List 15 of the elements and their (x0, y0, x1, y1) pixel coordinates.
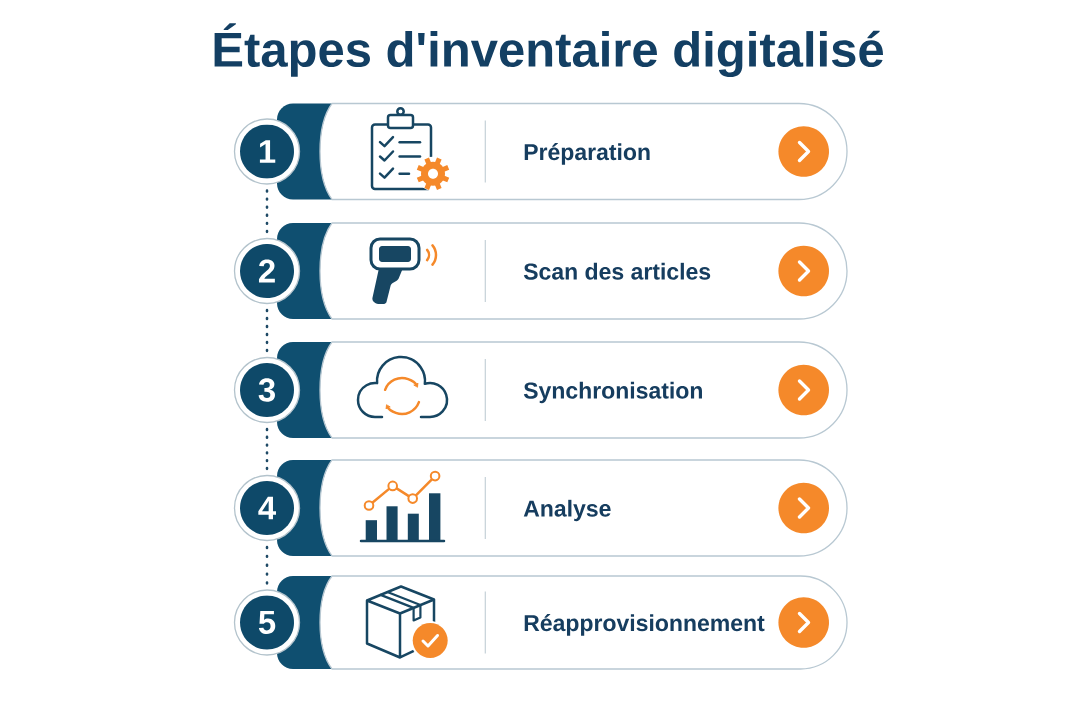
step-number: 2 (233, 237, 301, 305)
step-number: 4 (233, 474, 301, 542)
dotted-line (265, 427, 269, 471)
dotted-line (265, 308, 269, 353)
dotted-line (265, 189, 269, 234)
step-number: 5 (233, 589, 301, 656)
step-card: Scan des articles (277, 222, 848, 320)
step-number: 1 (233, 118, 301, 185)
dotted-line (265, 545, 269, 585)
step-number: 3 (233, 356, 301, 424)
step-card: Synchronisation (277, 341, 848, 439)
step-card: Préparation (277, 102, 848, 201)
step-card: Analyse (277, 459, 848, 557)
title: Étapes d'inventaire digitalisé (214, 23, 883, 77)
step-card: Réapprovisionnement (277, 575, 848, 670)
